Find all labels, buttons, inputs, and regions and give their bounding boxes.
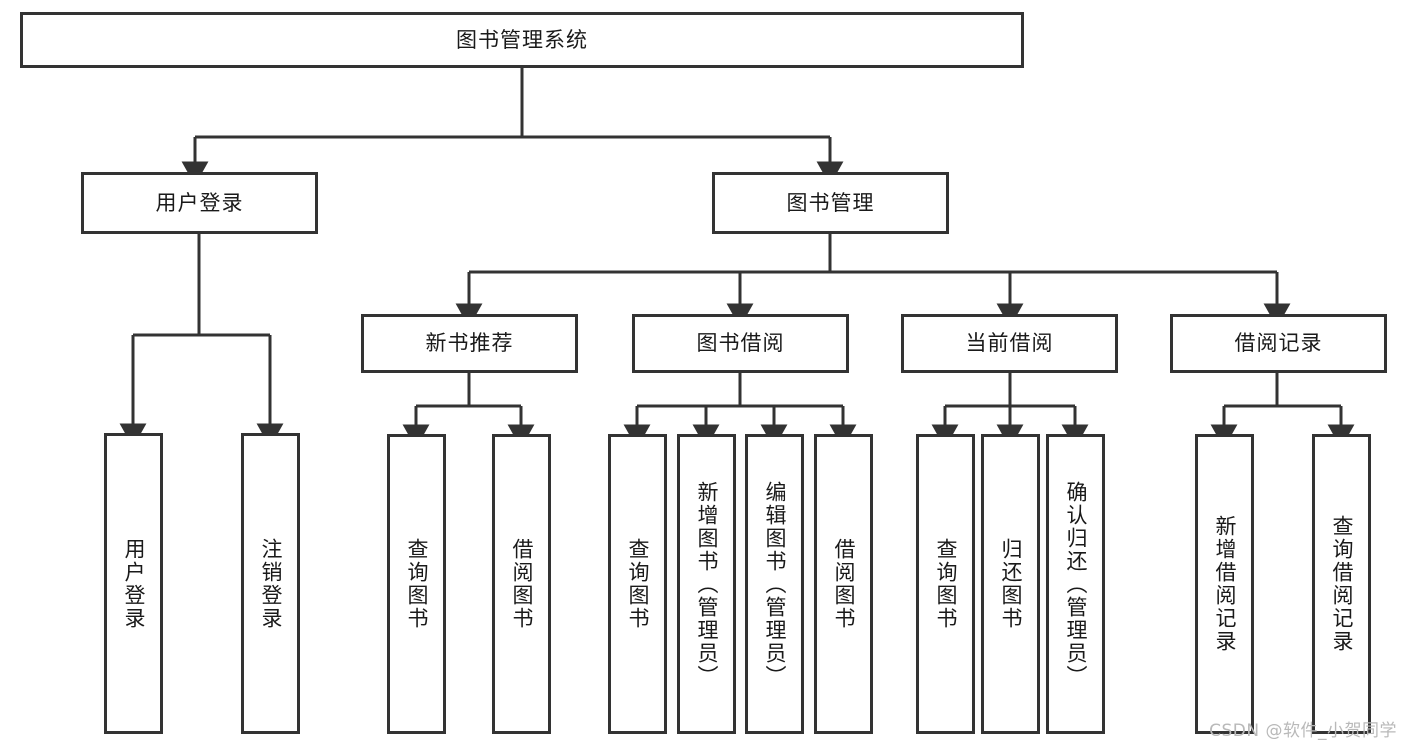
leaf-user-login-label: 用户登录: [121, 537, 146, 630]
node-book-borrow[interactable]: 图书借阅: [632, 314, 849, 373]
node-book-manage[interactable]: 图书管理: [712, 172, 949, 234]
leaf-add-record-label: 新增借阅记录: [1212, 515, 1237, 653]
leaf-query-record[interactable]: 查询借阅记录: [1312, 434, 1371, 734]
node-current-borrow-label: 当前借阅: [965, 331, 1054, 356]
node-book-borrow-label: 图书借阅: [696, 331, 785, 356]
leaf-user-logout-label: 注销登录: [258, 537, 283, 630]
leaf-query-record-label: 查询借阅记录: [1329, 515, 1354, 653]
node-root-label: 图书管理系统: [456, 27, 588, 52]
leaf-add-book[interactable]: 新增图书（管理员）: [677, 434, 736, 734]
leaf-query-book-3[interactable]: 查询图书: [916, 434, 975, 734]
leaf-add-book-label: 新增图书（管理员）: [694, 480, 719, 688]
node-borrow-record[interactable]: 借阅记录: [1170, 314, 1387, 373]
leaf-borrow-book-2[interactable]: 借阅图书: [814, 434, 873, 734]
node-book-manage-label: 图书管理: [786, 190, 875, 215]
leaf-return-book[interactable]: 归还图书: [981, 434, 1040, 734]
leaf-add-record[interactable]: 新增借阅记录: [1195, 434, 1254, 734]
leaf-confirm-return[interactable]: 确认归还（管理员）: [1046, 434, 1105, 734]
leaf-query-book-2[interactable]: 查询图书: [608, 434, 667, 734]
node-current-borrow[interactable]: 当前借阅: [901, 314, 1118, 373]
leaf-query-book-1-label: 查询图书: [404, 538, 429, 630]
leaf-query-book-2-label: 查询图书: [625, 538, 650, 630]
leaf-user-login[interactable]: 用户登录: [104, 433, 163, 734]
leaf-user-logout[interactable]: 注销登录: [241, 433, 300, 734]
leaf-borrow-book-1-label: 借阅图书: [509, 538, 534, 630]
node-new-book-recommend-label: 新书推荐: [425, 331, 514, 356]
leaf-return-book-label: 归还图书: [998, 538, 1023, 630]
leaf-query-book-3-label: 查询图书: [933, 538, 958, 630]
node-user-login[interactable]: 用户登录: [81, 172, 318, 234]
node-user-login-label: 用户登录: [155, 190, 244, 215]
leaf-query-book-1[interactable]: 查询图书: [387, 434, 446, 734]
node-borrow-record-label: 借阅记录: [1234, 331, 1323, 356]
node-root[interactable]: 图书管理系统: [20, 12, 1024, 68]
leaf-borrow-book-1[interactable]: 借阅图书: [492, 434, 551, 734]
leaf-edit-book-label: 编辑图书（管理员）: [762, 480, 787, 688]
node-new-book-recommend[interactable]: 新书推荐: [361, 314, 578, 373]
leaf-confirm-return-label: 确认归还（管理员）: [1063, 480, 1088, 688]
leaf-edit-book[interactable]: 编辑图书（管理员）: [745, 434, 804, 734]
leaf-borrow-book-2-label: 借阅图书: [831, 538, 856, 630]
